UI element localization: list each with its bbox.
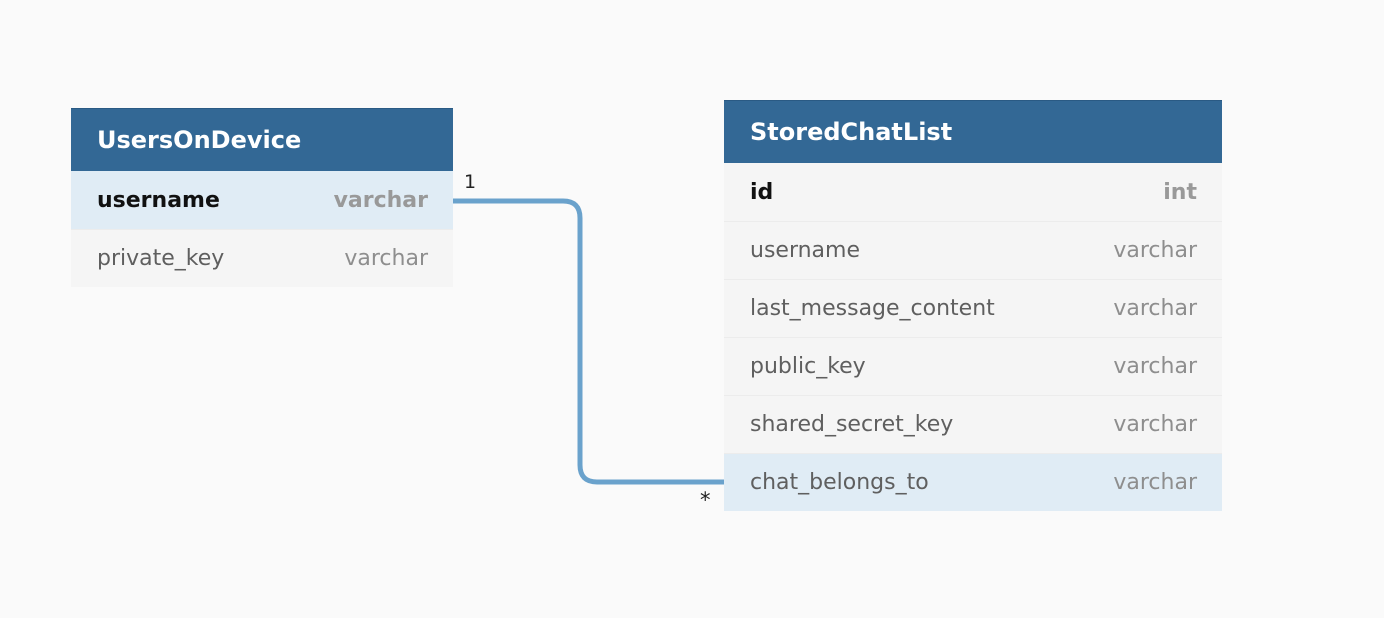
cardinality-many-label: * [700,488,711,512]
field-row-username[interactable]: username varchar [724,221,1222,279]
table-users-on-device[interactable]: UsersOnDevice username varchar private_k… [71,108,453,287]
field-name: chat_belongs_to [750,470,929,495]
field-row-public-key[interactable]: public_key varchar [724,337,1222,395]
field-type: varchar [1113,296,1197,321]
field-type: varchar [1113,412,1197,437]
cardinality-one-label: 1 [464,171,477,193]
field-name: last_message_content [750,296,995,321]
field-name: username [97,187,220,213]
field-name: public_key [750,354,866,379]
field-row-private-key[interactable]: private_key varchar [71,229,453,287]
field-type: varchar [1113,238,1197,263]
field-type: varchar [1113,470,1197,495]
table-header[interactable]: StoredChatList [724,100,1222,163]
field-type: varchar [344,246,428,271]
field-type: varchar [333,187,428,213]
field-row-username[interactable]: username varchar [71,171,453,229]
relation-connector[interactable] [453,198,724,485]
field-type: varchar [1113,354,1197,379]
field-row-chat-belongs-to[interactable]: chat_belongs_to varchar [724,453,1222,511]
field-name: private_key [97,246,225,271]
table-header[interactable]: UsersOnDevice [71,108,453,171]
field-name: id [750,179,774,205]
field-row-shared-secret-key[interactable]: shared_secret_key varchar [724,395,1222,453]
field-name: username [750,238,860,263]
field-row-last-message-content[interactable]: last_message_content varchar [724,279,1222,337]
field-name: shared_secret_key [750,412,954,437]
field-type: int [1163,179,1197,205]
field-row-id[interactable]: id int [724,163,1222,221]
table-stored-chat-list[interactable]: StoredChatList id int username varchar l… [724,100,1222,511]
